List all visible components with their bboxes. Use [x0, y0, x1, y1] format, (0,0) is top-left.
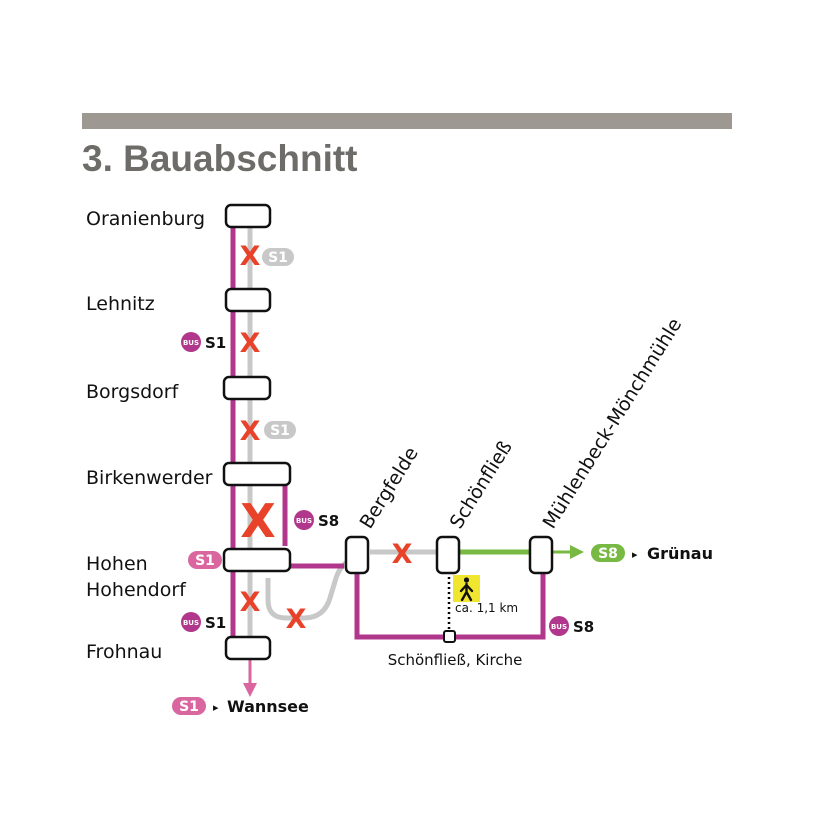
svg-text:S1: S1 [268, 250, 288, 266]
bus-s1-badge: BUS S1 [181, 332, 226, 352]
header-bar [82, 113, 732, 129]
closure-marks: X X X X X X X [240, 241, 413, 635]
label-lehnitz: Lehnitz [86, 293, 155, 315]
station-birkenwerder [222, 461, 292, 487]
station-muehlenbeck [528, 535, 554, 575]
label-oranienburg: Oranienburg [86, 208, 205, 230]
svg-text:S1: S1 [270, 423, 290, 439]
destination-wannsee: S1 ▸ Wannsee [172, 697, 309, 716]
station-bergfelde [344, 535, 370, 575]
bus-s1-badge: BUS S1 [181, 612, 226, 632]
station-lehnitz [224, 287, 272, 313]
bus-s8-badge: BUS S8 [549, 616, 594, 636]
svg-text:BUS: BUS [551, 623, 567, 631]
station-frohnau [224, 635, 272, 661]
s1-badge: S1 [188, 551, 222, 569]
label-hohen: Hohen [86, 553, 148, 575]
label-muehlenbeck: Mühlenbeck-Mönchmühle [539, 314, 687, 532]
svg-text:S1: S1 [205, 334, 226, 352]
cross-icon: X [240, 587, 261, 618]
triangle-right-icon: ▸ [213, 701, 219, 714]
label-schoenfliess: Schönfließ [446, 437, 517, 533]
svg-text:S8: S8 [318, 512, 339, 530]
svg-text:Wannsee: Wannsee [227, 697, 309, 716]
label-schoenfliess-kirche: Schönfließ, Kirche [388, 651, 523, 669]
station-schoenfliess [435, 535, 461, 575]
cross-icon: X [392, 539, 413, 570]
station-hohen-neuendorf [222, 547, 292, 573]
svg-text:Grünau: Grünau [647, 544, 713, 563]
station-markers [222, 203, 554, 661]
label-borgsdorf: Borgsdorf [86, 381, 180, 403]
svg-text:BUS: BUS [183, 619, 199, 627]
svg-text:S1: S1 [205, 614, 226, 632]
s1-arrow-icon [243, 683, 257, 697]
triangle-right-icon: ▸ [632, 548, 638, 561]
cross-icon: X [286, 604, 307, 635]
closed-s1-badge: S1 [262, 248, 294, 266]
cross-icon: X [240, 328, 261, 359]
walk-distance: ca. 1,1 km [455, 601, 518, 615]
station-labels: Oranienburg Lehnitz Borgsdorf Birkenwerd… [86, 208, 686, 669]
closed-s1-badge: S1 [264, 421, 296, 439]
svg-text:S8: S8 [598, 546, 618, 562]
cross-icon: X [240, 416, 261, 447]
page-title: 3. Bauabschnitt [82, 138, 358, 179]
label-birkenwerder: Birkenwerder [86, 467, 213, 489]
svg-text:S1: S1 [195, 553, 215, 569]
label-bergfelde: Bergfelde [356, 443, 423, 532]
cross-icon: X [240, 241, 261, 272]
svg-text:BUS: BUS [296, 517, 312, 525]
station-borgsdorf [222, 375, 272, 401]
stop-schoenfliess-kirche [443, 630, 456, 643]
svg-text:S1: S1 [179, 699, 199, 715]
station-oranienburg [224, 203, 272, 229]
label-hohendorf: Hohendorf [86, 579, 187, 601]
svg-text:S8: S8 [573, 618, 594, 636]
pedestrian-icon [453, 575, 480, 602]
label-frohnau: Frohnau [86, 641, 162, 663]
bus-s8-badge: BUS S8 [294, 510, 339, 530]
destination-gruenau: S8 ▸ Grünau [591, 544, 713, 563]
svg-text:BUS: BUS [183, 339, 199, 347]
cross-icon: X [240, 494, 275, 548]
badges: S1 S1 BUS S1 BUS S1 BUS S8 [172, 248, 713, 716]
s8-arrow-icon [570, 545, 584, 559]
